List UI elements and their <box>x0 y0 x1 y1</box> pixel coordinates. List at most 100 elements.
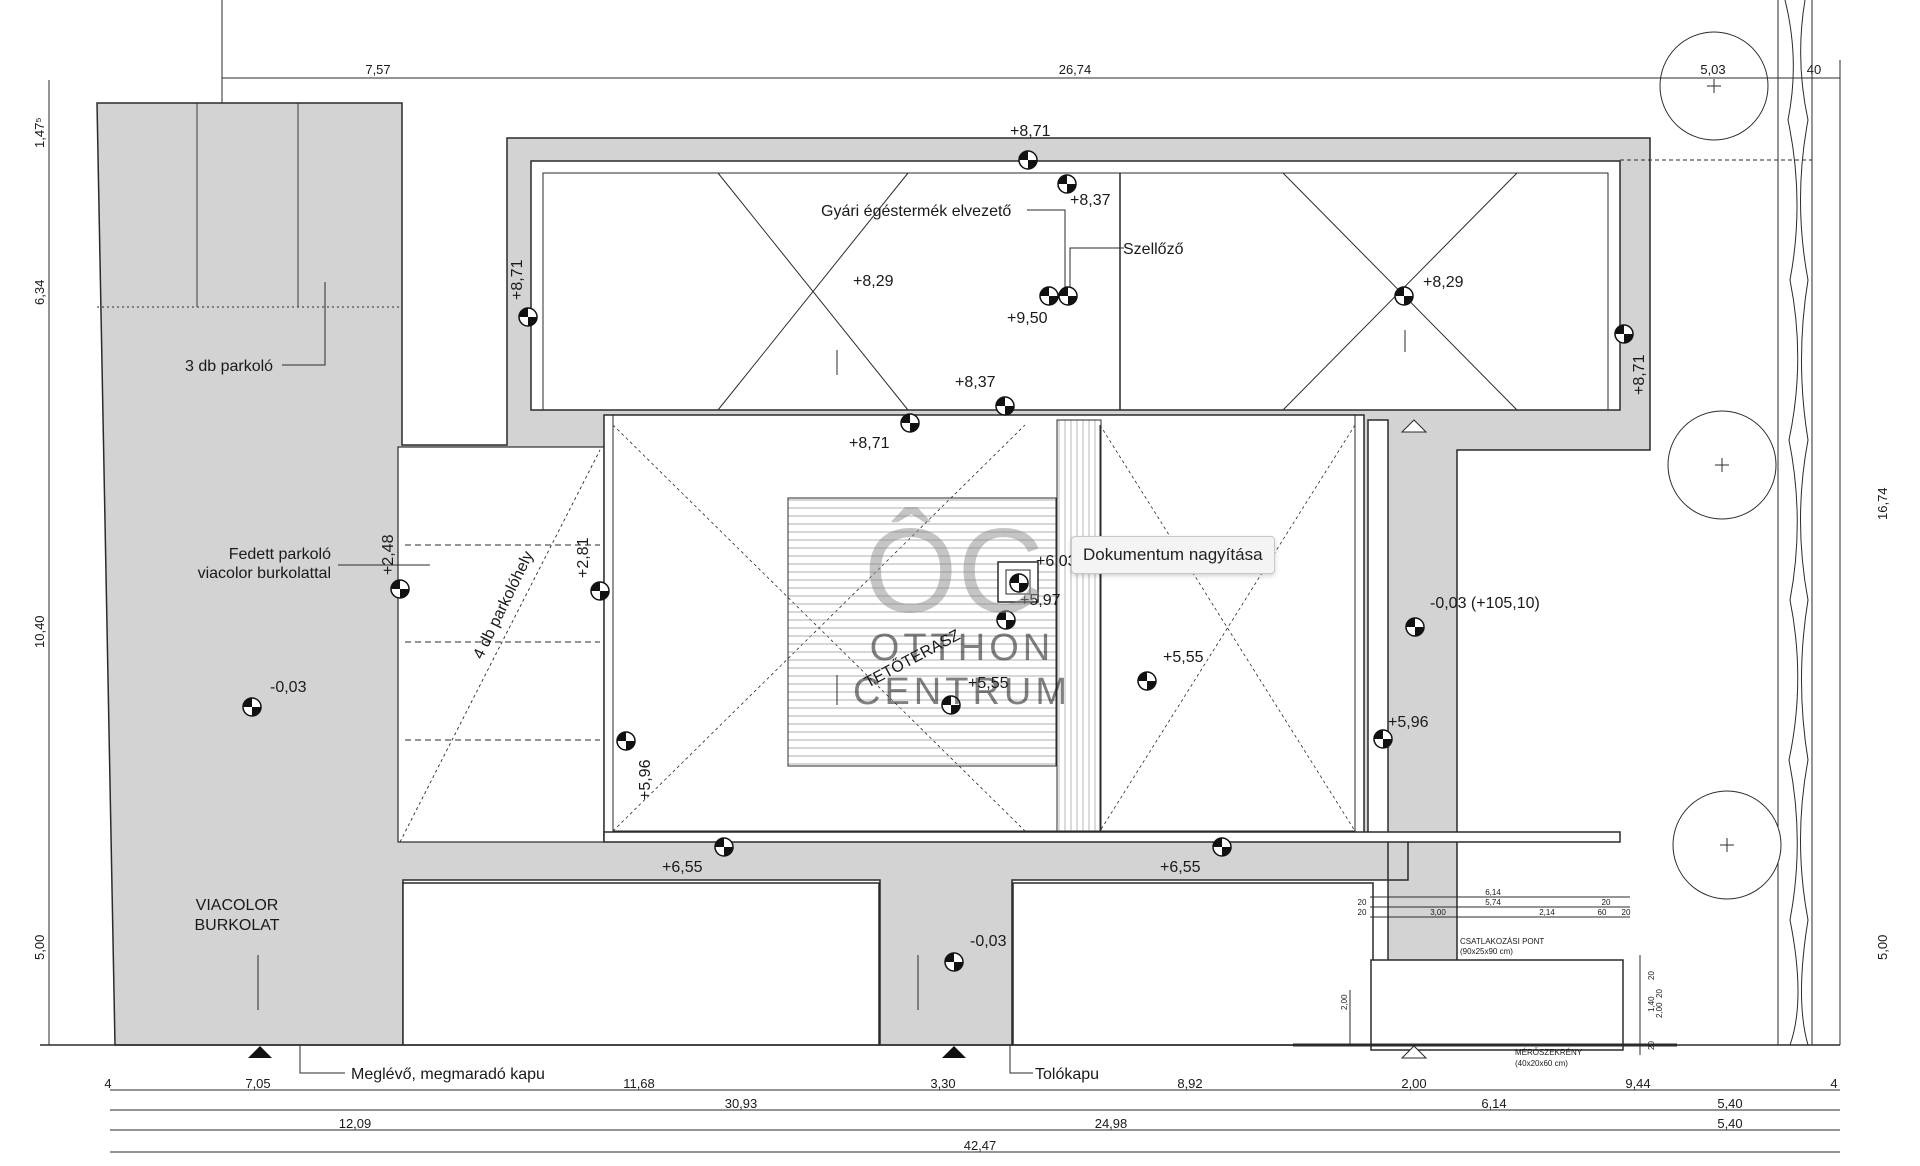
level-871b: +8,71 <box>849 435 890 452</box>
dim-d-200v: 2,00 <box>1340 994 1349 1010</box>
level-marker <box>714 837 734 857</box>
leader-lines <box>257 209 1406 1074</box>
dim-right-1674: 16,74 <box>1875 487 1890 520</box>
level-left-871: +8,71 <box>509 259 526 300</box>
level-marker <box>1039 286 1059 306</box>
watermark-otthon-centrum: ÔC OTTHON CENTRUM <box>853 504 1071 713</box>
dim-b1-4a: 4 <box>104 1076 111 1091</box>
level-655a: +6,55 <box>662 859 703 876</box>
dim-b1-4b: 4 <box>1830 1076 1837 1091</box>
dim-b3-540: 5,40 <box>1717 1116 1742 1131</box>
level-marker <box>1405 617 1425 637</box>
level-596b: +5,96 <box>1388 714 1429 731</box>
dim-b4-4247: 42,47 <box>964 1138 997 1153</box>
dim-top-503: 5,03 <box>1700 62 1725 77</box>
dim-b3-2498: 24,98 <box>1095 1116 1128 1131</box>
label-meter-cabinet-size: (40x20x60 cm) <box>1515 1059 1568 1068</box>
level-marker <box>242 697 262 717</box>
level-marker <box>1009 573 1029 593</box>
dim-d-20a: 20 <box>1358 898 1367 907</box>
parking-lines <box>97 103 601 843</box>
dim-d-200v2: 2,00 <box>1655 1002 1664 1018</box>
label-meter-cabinet: MÉRŐSZEKRÉNY <box>1515 1048 1583 1057</box>
dim-b1-892: 8,92 <box>1177 1076 1202 1091</box>
level-marker <box>1373 729 1393 749</box>
lower-blocks <box>402 882 1624 1051</box>
roof-lower <box>603 414 1621 843</box>
level-655b: +6,55 <box>1160 859 1201 876</box>
dim-d-20v1: 20 <box>1647 971 1656 980</box>
level-marker <box>1212 837 1232 857</box>
gate-markers <box>248 419 1428 1059</box>
level-marker <box>1394 286 1414 306</box>
level-555a: +5,55 <box>968 675 1009 692</box>
watermark-logo: ÔC <box>864 504 1044 638</box>
level-m003b: -0,03 (+105,10) <box>1430 595 1540 612</box>
dim-left-1040: 10,40 <box>32 615 47 648</box>
dim-d-20c: 20 <box>1602 898 1611 907</box>
label-vent: Szellőző <box>1123 241 1184 258</box>
label-sliding-gate: Tolókapu <box>1035 1066 1099 1083</box>
level-marker <box>616 731 636 751</box>
level-marker <box>941 695 961 715</box>
covered-parking-area <box>397 446 605 843</box>
label-factory-exhaust: Gyári égéstermék elvezető <box>821 203 1011 220</box>
level-837b: +8,37 <box>955 374 996 391</box>
label-existing-gate: Meglévő, megmaradó kapu <box>351 1066 545 1083</box>
dim-b1-705: 7,05 <box>245 1076 270 1091</box>
dim-top-757: 7,57 <box>365 62 390 77</box>
dim-top-2674: 26,74 <box>1059 62 1092 77</box>
label-parking-3: 3 db parkoló <box>185 358 273 375</box>
dim-d-20d: 20 <box>1622 908 1631 917</box>
level-m003c: -0,03 <box>970 933 1007 950</box>
dim-b1-200: 2,00 <box>1401 1076 1426 1091</box>
dim-right-500: 5,00 <box>1875 935 1890 960</box>
dim-b1-944: 9,44 <box>1625 1076 1650 1091</box>
level-597: +5,97 <box>1020 592 1061 609</box>
level-m003a: -0,03 <box>270 679 307 696</box>
dimension-lines <box>40 0 1841 1153</box>
level-marker <box>996 610 1016 630</box>
dim-b2-3093: 30,93 <box>725 1096 758 1111</box>
dim-d-20v2: 20 <box>1647 1041 1656 1050</box>
zoom-document-tooltip: Dokumentum nagyítása <box>1071 536 1275 574</box>
level-marker <box>1614 324 1634 344</box>
dim-b2-540: 5,40 <box>1717 1096 1742 1111</box>
right-property <box>1457 0 1813 1046</box>
label-viacolor-1: VIACOLOR <box>196 897 279 914</box>
dim-d-60: 60 <box>1598 908 1607 917</box>
level-top-871: +8,71 <box>1010 123 1051 140</box>
dim-d-300: 3,00 <box>1430 908 1446 917</box>
dim-d-574: 5,74 <box>1485 898 1501 907</box>
level-right-871: +8,71 <box>1631 354 1648 395</box>
dim-d-140v: 1,40 <box>1647 996 1656 1012</box>
level-marker <box>390 579 410 599</box>
level-marker <box>944 952 964 972</box>
level-596a: +5,96 <box>637 759 654 800</box>
dim-b1-1168: 11,68 <box>623 1076 655 1091</box>
label-connection-point: CSATLAKOZÁSI PONT <box>1460 937 1544 946</box>
dim-left-147: 1,47⁵ <box>32 117 47 148</box>
level-837a: +8,37 <box>1070 192 1111 209</box>
level-marker <box>900 413 920 433</box>
label-connection-point-size: (90x25x90 cm) <box>1460 947 1513 956</box>
dim-top-40: 40 <box>1807 62 1821 77</box>
level-marker <box>518 307 538 327</box>
level-marker <box>1057 174 1077 194</box>
dim-d-20v3: 20 <box>1655 989 1664 998</box>
level-603: +6,03 <box>1036 553 1077 570</box>
level-281: +2,81 <box>575 537 592 578</box>
level-950: +9,50 <box>1007 310 1048 327</box>
label-viacolor-2: BURKOLAT <box>194 917 279 934</box>
dim-b2-614: 6,14 <box>1481 1096 1506 1111</box>
dim-b3-1209: 12,09 <box>339 1116 372 1131</box>
watermark-line1: OTTHON <box>870 627 1054 669</box>
watermark-line2: CENTRUM <box>853 671 1071 713</box>
level-829b: +8,29 <box>1423 274 1464 291</box>
level-marker <box>1058 286 1078 306</box>
dim-d-214: 2,14 <box>1539 908 1555 917</box>
level-marker <box>995 396 1015 416</box>
level-marker <box>1018 150 1038 170</box>
level-829a: +8,29 <box>853 273 894 290</box>
